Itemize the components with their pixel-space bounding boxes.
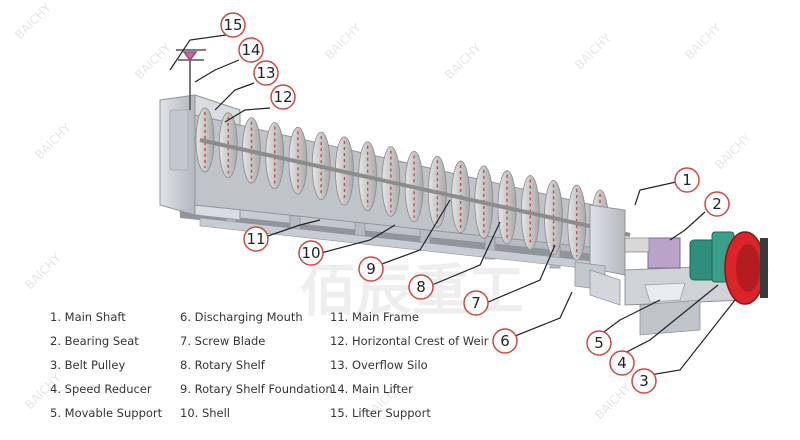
legend-item-2: 2. Bearing Seat	[50, 334, 139, 348]
legend-item-6: 6. Discharging Mouth	[180, 310, 303, 324]
svg-text:13: 13	[256, 64, 275, 82]
watermark: BAICHY	[322, 20, 364, 62]
callout-15: 15	[220, 12, 246, 38]
legend-item-11: 11. Main Frame	[330, 310, 419, 324]
main-shaft	[199, 138, 631, 237]
callout-5: 5	[586, 330, 612, 356]
svg-text:11: 11	[246, 230, 265, 248]
legend-item-14: 14. Main Lifter	[330, 382, 413, 396]
callout-9: 9	[358, 256, 384, 282]
discharging-mouth	[574, 204, 626, 306]
legend-item-5: 5. Movable Support	[50, 406, 163, 420]
callouts: 15 14 13 12 1 2 3 4 5 6 7 8 9 10 11	[220, 12, 730, 394]
movable-support	[624, 264, 746, 336]
watermark: BAICHY	[442, 40, 484, 82]
legend-item-4: 4. Speed Reducer	[50, 382, 152, 396]
callout-1: 1	[674, 167, 700, 193]
watermark: BAICHY	[32, 120, 74, 162]
watermark: BAICHY	[592, 380, 634, 422]
svg-text:4: 4	[617, 354, 627, 372]
legend-item-9: 9. Rotary Shelf Foundation	[180, 382, 333, 396]
legend-item-8: 8. Rotary Shelf	[180, 358, 265, 372]
callout-13: 13	[253, 60, 279, 86]
svg-text:2: 2	[712, 195, 722, 213]
legend-item-13: 13. Overflow Silo	[330, 358, 428, 372]
legend-item-7: 7. Screw Blade	[180, 334, 266, 348]
watermark: BAICHY	[712, 130, 754, 172]
watermark: BAICHY	[22, 250, 64, 292]
svg-text:10: 10	[301, 244, 320, 262]
callout-10: 10	[298, 240, 324, 266]
svg-text:6: 6	[500, 332, 510, 350]
svg-text:9: 9	[366, 260, 376, 278]
svg-text:14: 14	[241, 41, 260, 59]
legend-item-12: 12. Horizontal Crest of Weir	[330, 334, 489, 348]
svg-text:15: 15	[223, 16, 242, 34]
svg-text:12: 12	[273, 88, 292, 106]
legend-item-1: 1. Main Shaft	[50, 310, 126, 324]
legend-item-3: 3. Belt Pulley	[50, 358, 126, 372]
bearing-seat	[624, 237, 681, 269]
watermark: BAICHY	[682, 20, 724, 62]
svg-text:1: 1	[682, 171, 692, 189]
svg-text:7: 7	[471, 294, 481, 312]
svg-text:5: 5	[594, 334, 604, 352]
callout-4: 4	[609, 350, 635, 376]
callout-12: 12	[270, 84, 296, 110]
callout-3: 3	[631, 368, 657, 394]
svg-text:8: 8	[416, 278, 426, 296]
callout-14: 14	[238, 37, 264, 63]
callout-11: 11	[243, 226, 269, 252]
legend-item-15: 15. Lifter Support	[330, 406, 431, 420]
callout-2: 2	[704, 191, 730, 217]
watermark: BAICHY	[572, 30, 614, 72]
callout-6: 6	[492, 328, 518, 354]
callout-8: 8	[408, 274, 434, 300]
watermark: BAICHY	[132, 40, 174, 82]
lifter-support	[176, 49, 206, 110]
belt-pulley	[724, 231, 768, 305]
legend-item-10: 10. Shell	[180, 406, 231, 420]
callout-7: 7	[463, 290, 489, 316]
svg-text:3: 3	[639, 372, 649, 390]
watermark: BAICHY	[12, 0, 54, 42]
